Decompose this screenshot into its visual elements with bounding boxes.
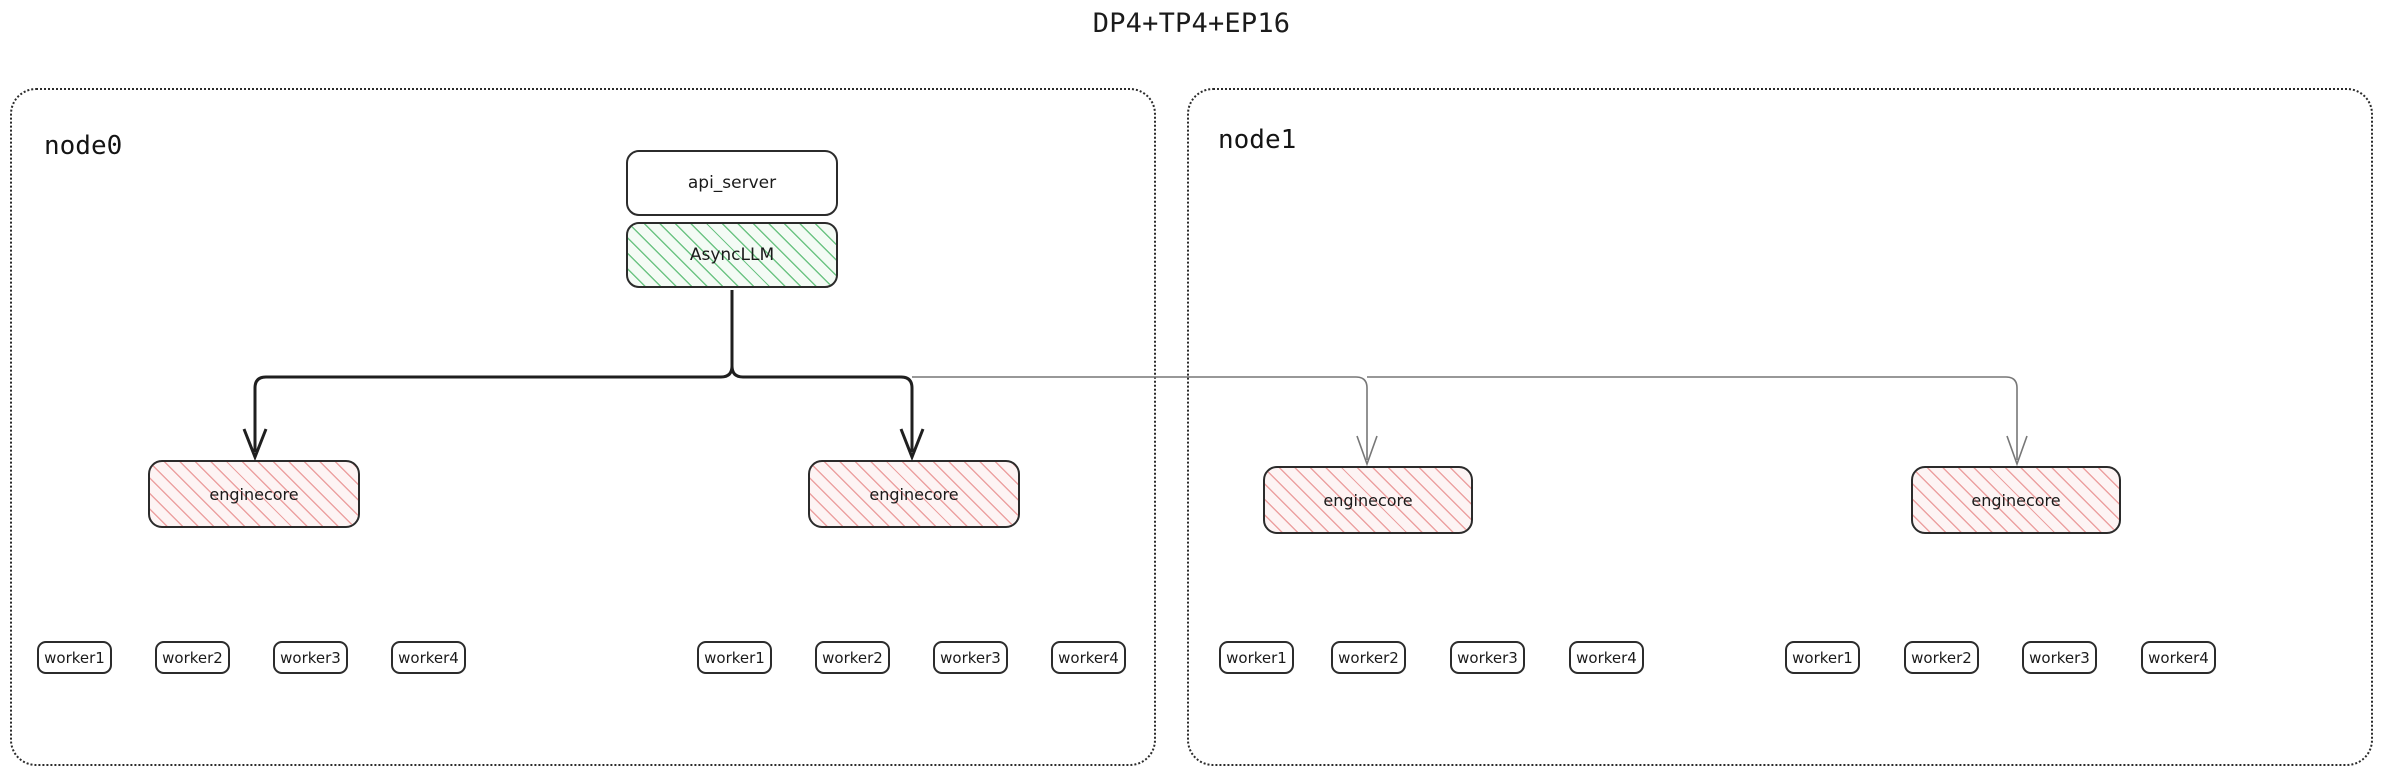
box-api-server-label: api_server xyxy=(687,173,777,193)
box-worker-node1-1-3[interactable]: worker4 xyxy=(2141,641,2216,674)
box-enginecore-node1-1[interactable]: enginecore xyxy=(1911,466,2121,534)
worker-label: worker3 xyxy=(2029,648,2090,667)
box-asyncllm[interactable]: AsyncLLM xyxy=(626,222,838,288)
worker-label: worker2 xyxy=(822,648,883,667)
box-worker-node1-0-2[interactable]: worker3 xyxy=(1450,641,1525,674)
worker-label: worker4 xyxy=(2148,648,2209,667)
worker-label: worker1 xyxy=(704,648,765,667)
worker-label: worker3 xyxy=(1457,648,1518,667)
worker-label: worker2 xyxy=(162,648,223,667)
box-enginecore-node0-1[interactable]: enginecore xyxy=(808,460,1020,528)
box-worker-node0-0-1[interactable]: worker2 xyxy=(155,641,230,674)
box-asyncllm-label: AsyncLLM xyxy=(689,245,775,265)
box-worker-node0-0-3[interactable]: worker4 xyxy=(391,641,466,674)
box-enginecore-label: enginecore xyxy=(209,484,299,504)
worker-label: worker1 xyxy=(1226,648,1287,667)
worker-label: worker3 xyxy=(940,648,1001,667)
worker-label: worker2 xyxy=(1338,648,1399,667)
worker-label: worker4 xyxy=(1058,648,1119,667)
box-api-server[interactable]: api_server xyxy=(626,150,838,216)
worker-label: worker1 xyxy=(44,648,105,667)
box-worker-node1-0-3[interactable]: worker4 xyxy=(1569,641,1644,674)
box-worker-node1-1-2[interactable]: worker3 xyxy=(2022,641,2097,674)
worker-label: worker3 xyxy=(280,648,341,667)
box-enginecore-node0-0[interactable]: enginecore xyxy=(148,460,360,528)
box-worker-node0-1-0[interactable]: worker1 xyxy=(697,641,772,674)
box-worker-node1-1-0[interactable]: worker1 xyxy=(1785,641,1860,674)
worker-label: worker4 xyxy=(398,648,459,667)
box-enginecore-label: enginecore xyxy=(1323,490,1413,510)
box-worker-node1-1-1[interactable]: worker2 xyxy=(1904,641,1979,674)
box-worker-node0-0-0[interactable]: worker1 xyxy=(37,641,112,674)
worker-label: worker4 xyxy=(1576,648,1637,667)
diagram-title: DP4+TP4+EP16 xyxy=(1092,8,1291,39)
node-label-node0: node0 xyxy=(44,131,123,161)
box-worker-node1-0-1[interactable]: worker2 xyxy=(1331,641,1406,674)
box-enginecore-label: enginecore xyxy=(1971,490,2061,510)
box-enginecore-node1-0[interactable]: enginecore xyxy=(1263,466,1473,534)
box-worker-node0-1-1[interactable]: worker2 xyxy=(815,641,890,674)
node-label-node1: node1 xyxy=(1218,125,1297,155)
box-worker-node1-0-0[interactable]: worker1 xyxy=(1219,641,1294,674)
box-enginecore-label: enginecore xyxy=(869,484,959,504)
worker-label: worker1 xyxy=(1792,648,1853,667)
worker-label: worker2 xyxy=(1911,648,1972,667)
box-worker-node0-1-2[interactable]: worker3 xyxy=(933,641,1008,674)
box-worker-node0-0-2[interactable]: worker3 xyxy=(273,641,348,674)
box-worker-node0-1-3[interactable]: worker4 xyxy=(1051,641,1126,674)
